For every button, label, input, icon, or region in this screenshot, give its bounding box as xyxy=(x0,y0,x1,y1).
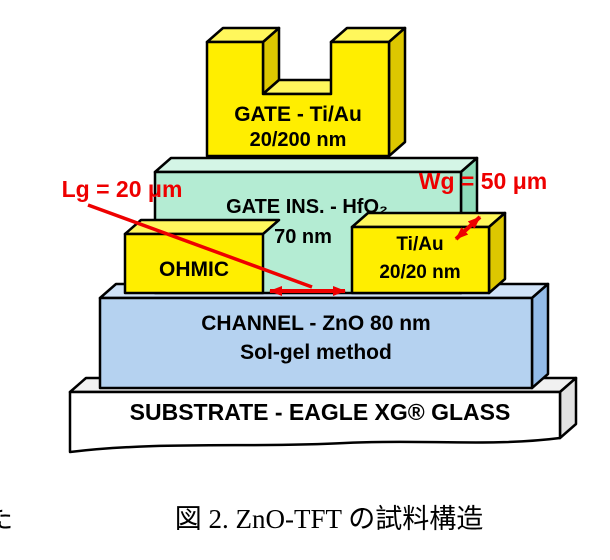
channel-layer xyxy=(98,282,550,390)
channel-label-line1: CHANNEL - ZnO 80 nm xyxy=(201,312,430,335)
gate-front-face xyxy=(205,40,391,158)
figure-caption: 図 2. ZnO-TFT の試料構造 xyxy=(174,504,484,534)
drain-label-line1: Ti/Au xyxy=(396,234,443,255)
ohmic-electrode-block xyxy=(123,218,281,295)
gate-label-line2: 20/200 nm xyxy=(250,129,347,151)
gate-insulator-label-line1: GATE INS. - HfO₂ xyxy=(226,196,388,218)
drain-front-face xyxy=(350,225,491,295)
gate-length-annotation: Lg = 20 μm xyxy=(62,176,183,202)
ohmic-label: OHMIC xyxy=(159,258,229,281)
drain-electrode-block xyxy=(350,211,507,295)
drain-side-face xyxy=(487,211,507,295)
substrate-label: SUBSTRATE - EAGLE XG® GLASS xyxy=(130,399,511,425)
gate-length-pointer-line xyxy=(87,203,313,289)
gate-block xyxy=(205,26,407,158)
ohmic-front-face xyxy=(123,232,265,295)
device-structure-figure: GATE - Ti/Au 20/200 nm GATE INS. - HfO₂ … xyxy=(62,26,578,454)
channel-front-face xyxy=(98,296,534,390)
gate-insulator-label-line2: 70 nm xyxy=(274,226,332,248)
channel-label-line2: Sol-gel method xyxy=(240,341,392,364)
channel-side-face xyxy=(530,282,550,390)
gate-width-double-arrow xyxy=(454,215,482,241)
gate-label-line1: GATE - Ti/Au xyxy=(234,103,362,126)
gate-width-annotation: Wg = 50 μm xyxy=(419,168,547,194)
substrate-front-face xyxy=(68,390,562,454)
drain-label-line2: 20/20 nm xyxy=(379,262,460,283)
gate-side-face xyxy=(387,26,407,158)
caption-left-fragment: た xyxy=(0,497,13,536)
